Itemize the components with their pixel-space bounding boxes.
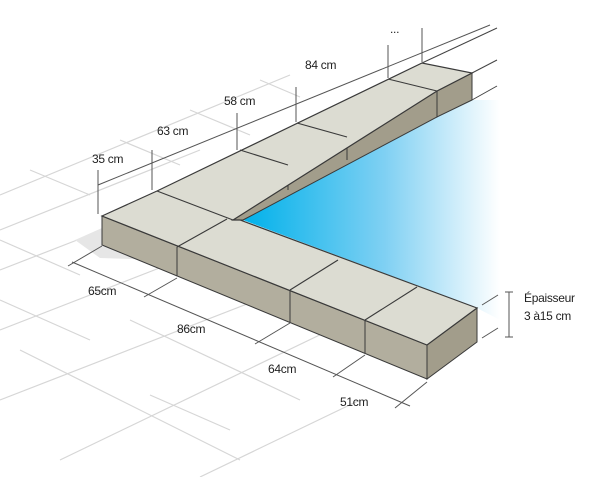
dim-label: 51cm — [340, 395, 368, 409]
thickness-title: Épaisseur — [524, 290, 575, 305]
top-joints — [156, 78, 438, 321]
pool-water — [243, 100, 500, 320]
back-dimension-lines — [97, 24, 498, 214]
dim-label: 35 cm — [92, 152, 123, 166]
dim-label: 84 cm — [305, 58, 336, 72]
floor-grid — [0, 74, 361, 477]
dim-label: 58 cm — [224, 94, 255, 108]
shadow — [75, 228, 160, 260]
thickness-value: 3 à15 cm — [524, 309, 571, 323]
coping-top-surface — [100, 62, 479, 346]
dim-label: 65cm — [88, 284, 116, 298]
dim-label: 63 cm — [157, 124, 188, 138]
dim-label: ... — [390, 22, 399, 36]
dim-label: 86cm — [177, 322, 205, 336]
thickness-bracket — [481, 291, 513, 339]
front-dimension-lines — [67, 245, 428, 409]
dim-label: 64cm — [268, 362, 296, 376]
